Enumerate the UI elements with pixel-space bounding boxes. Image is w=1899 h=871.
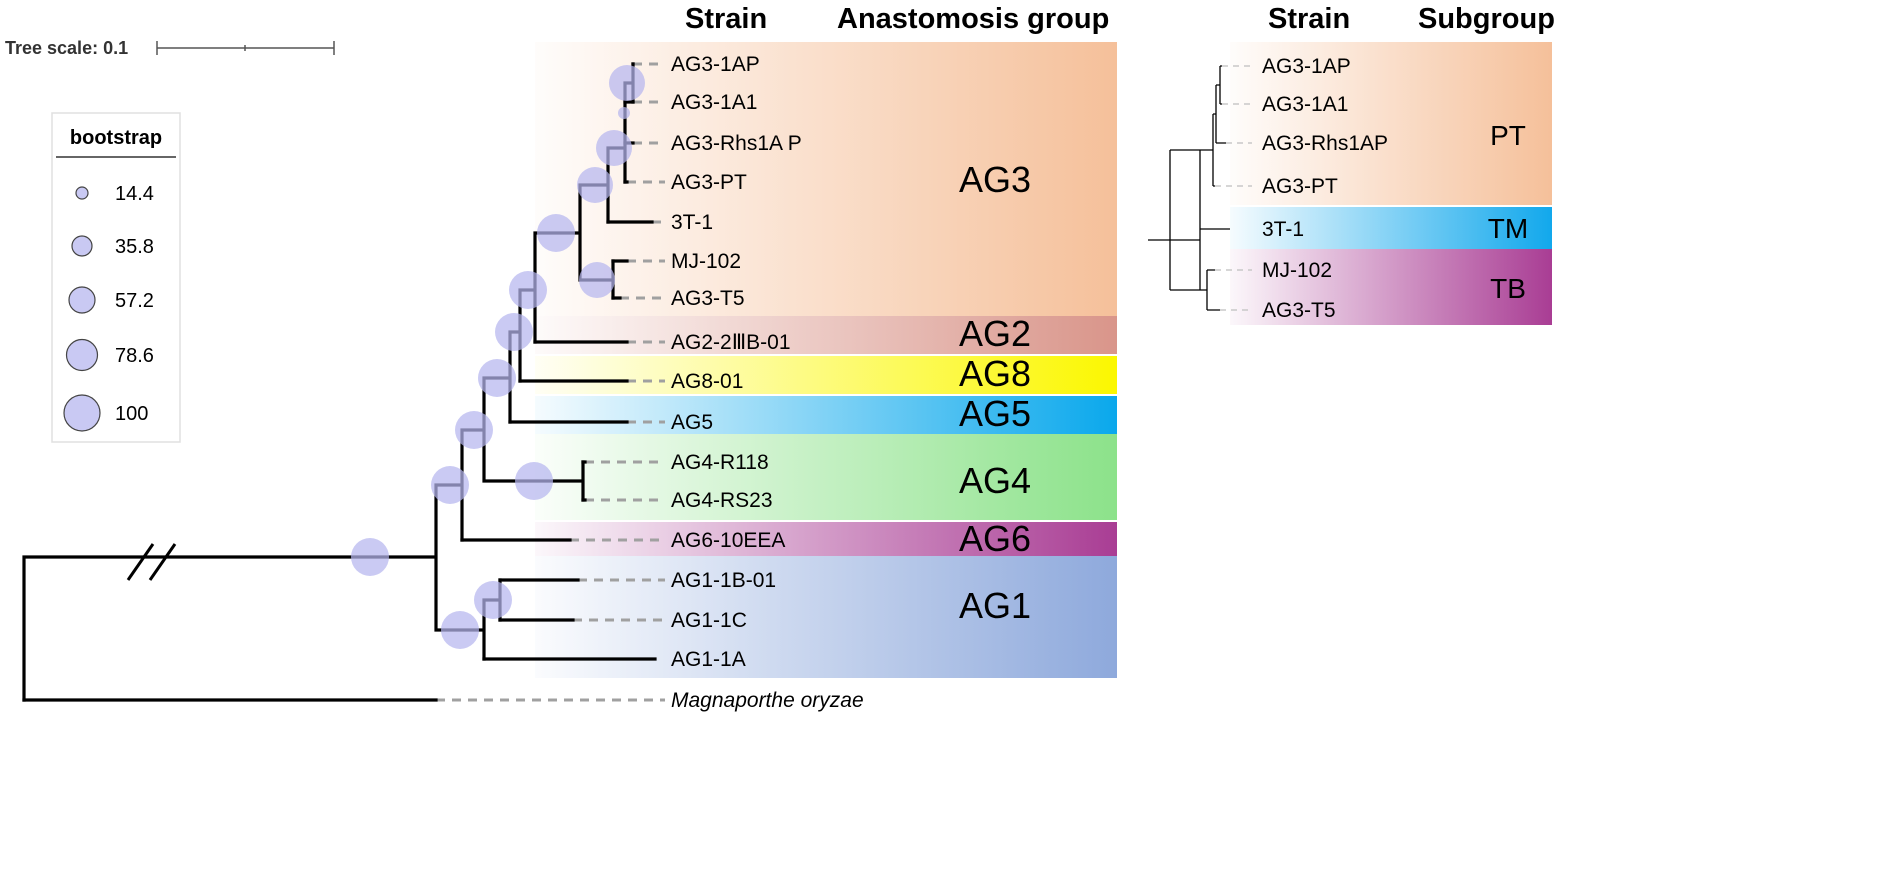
node-bubble — [579, 262, 615, 298]
band-ag6 — [535, 522, 1117, 556]
leaf-label: AG3-1A1 — [671, 91, 757, 114]
tree-scale-label: Tree scale: 0.1 — [5, 38, 128, 58]
node-bubble — [509, 271, 547, 309]
inset-leaf-label: AG3-PT — [1262, 175, 1338, 198]
leaf-label: AG8-01 — [671, 370, 743, 393]
inset-leaf-label: 3T-1 — [1262, 218, 1304, 241]
node-bubble — [455, 411, 493, 449]
leaf-label: AG5 — [671, 411, 713, 434]
header-strain: Strain — [685, 3, 767, 35]
node-bubble — [609, 65, 645, 101]
subgroup-label-pt: PT — [1490, 120, 1526, 151]
group-label-ag1: AG1 — [959, 585, 1031, 626]
leaf-label: MJ-102 — [671, 250, 741, 273]
leaf-label: AG3-T5 — [671, 287, 745, 310]
leaf-label-outgroup: Magnaporthe oryzae — [671, 689, 864, 712]
node-bubble — [515, 462, 553, 500]
leaf-label: AG1-1A — [671, 648, 746, 671]
node-bubble — [351, 538, 389, 576]
inset-leaf-label: AG3-1A1 — [1262, 93, 1348, 116]
legend-value: 14.4 — [115, 183, 154, 205]
inset-leaf-label: AG3-1AP — [1262, 55, 1351, 78]
leaf-label: AG4-RS23 — [671, 489, 773, 512]
leaf-label: AG1-1C — [671, 609, 747, 632]
group-label-ag2: AG2 — [959, 313, 1031, 354]
group-label-ag6: AG6 — [959, 518, 1031, 559]
node-bubble — [478, 359, 516, 397]
band-ag4 — [535, 434, 1117, 520]
band-ag5 — [535, 396, 1117, 434]
group-label-ag5: AG5 — [959, 393, 1031, 434]
legend-value: 78.6 — [115, 345, 154, 367]
header-anastomosis-group: Anastomosis group — [837, 3, 1109, 35]
node-bubble — [596, 130, 632, 166]
legend-bubble-3 — [68, 286, 96, 314]
subgroup-label-tb: TB — [1490, 273, 1526, 304]
band-ag8 — [535, 356, 1117, 394]
node-bubble — [441, 611, 479, 649]
tree-scale: Tree scale: 0.1 — [5, 38, 335, 58]
leaf-label: AG3-Rhs1A P — [671, 132, 802, 155]
legend-bubble-1 — [75, 186, 89, 200]
inset-header-subgroup: Subgroup — [1418, 3, 1555, 35]
legend-bubble-2 — [71, 235, 93, 257]
inset-leaf-label: MJ-102 — [1262, 259, 1332, 282]
band-ag2 — [535, 316, 1117, 354]
leaf-label: 3T-1 — [671, 211, 713, 234]
legend-value: 35.8 — [115, 236, 154, 258]
legend-value: 57.2 — [115, 290, 154, 312]
inset-leaf-label: AG3-T5 — [1262, 299, 1336, 322]
leaf-label: AG6-10EEA — [671, 529, 785, 552]
node-bubble — [537, 214, 575, 252]
node-bubble — [577, 167, 613, 203]
leaf-label: AG3-PT — [671, 171, 747, 194]
node-bubble — [474, 581, 512, 619]
node-bubble — [431, 466, 469, 504]
legend-bubble-4 — [65, 338, 99, 372]
leaf-label: AG4-R118 — [671, 451, 769, 474]
group-bands — [535, 42, 1117, 678]
group-label-ag3: AG3 — [959, 159, 1031, 200]
leaf-label: AG3-1AP — [671, 53, 760, 76]
subgroup-label-tm: TM — [1488, 213, 1528, 244]
inset-connectors — [1215, 65, 1252, 311]
legend-value: 100 — [115, 403, 148, 425]
node-bubble — [495, 313, 533, 351]
inset-band-tb — [1230, 249, 1552, 325]
group-label-ag8: AG8 — [959, 353, 1031, 394]
legend-title: bootstrap — [70, 127, 162, 149]
inset-header-strain: Strain — [1268, 3, 1350, 35]
bootstrap-bubbles — [351, 65, 645, 649]
leaf-label: AG2-2ⅢB-01 — [671, 331, 791, 354]
inset-leaf-label: AG3-Rhs1AP — [1262, 132, 1388, 155]
leaf-label: AG1-1B-01 — [671, 569, 776, 592]
node-bubble — [618, 107, 630, 119]
leaf-connectors — [436, 62, 665, 702]
bootstrap-legend: bootstrap 14.4 35.8 57.2 78.6 100 — [51, 112, 181, 443]
inset-band-pt — [1230, 42, 1552, 205]
inset-band-tm — [1230, 207, 1552, 249]
inset-tree: PT TM TB AG3-1AP AG3-1A1 AG3-Rhs1AP AG3-… — [1148, 42, 1552, 325]
legend-bubble-5 — [63, 394, 101, 432]
group-label-ag4: AG4 — [959, 460, 1031, 501]
